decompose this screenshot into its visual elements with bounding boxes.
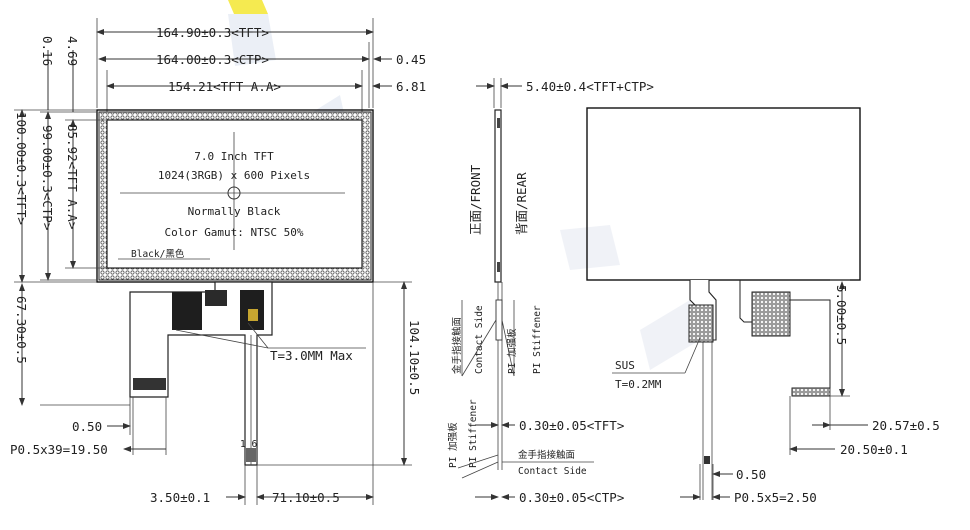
front-view: 164.90±0.3<TFT> 164.00±0.3<CTP> 0.45 154…	[10, 18, 426, 505]
panel-resolution-label: 1024(3RGB) x 600 Pixels	[158, 169, 310, 182]
pi-en-bottom: PI Stiffener	[468, 399, 479, 468]
dim-bottom-350: 3.50±0.1	[150, 490, 210, 505]
dim-tft-thick: 0.30±0.05<TFT>	[519, 418, 624, 433]
dim-aa-height: 85.92<TFT A.A>	[65, 124, 80, 229]
dim-left-016: 0.16	[40, 36, 55, 66]
dim-right-045: 0.45	[396, 52, 426, 67]
pi-cn-bottom: PI 加强板	[447, 422, 459, 468]
contact-en-top: Contact Side	[474, 305, 485, 374]
pi-cn-top: PI 加强板	[506, 328, 518, 374]
sus-label: SUS	[615, 359, 635, 372]
panel-mode-label: Normally Black	[188, 205, 281, 218]
contact-cn-bottom: 金手指接触面	[518, 449, 575, 461]
panel-size-label: 7.0 Inch TFT	[194, 150, 274, 163]
dim-rear-pitch-050: 0.50	[736, 467, 766, 482]
dim-rear-2050: 20.50±0.1	[840, 442, 908, 457]
contact-en-bottom: Contact Side	[518, 466, 587, 477]
bezel-color-label: Black/黑色	[131, 248, 185, 260]
label-front: 正面/FRONT	[468, 164, 483, 235]
label-rear: 背面/REAR	[514, 172, 529, 235]
dim-tft-width: 164.90±0.3<TFT>	[156, 25, 269, 40]
dim-pitch-050: 0.50	[72, 419, 102, 434]
dim-pitch-total: P0.5x39=19.50	[10, 442, 108, 457]
dim-ctp-height: 99.00±0.3<CTP>	[40, 125, 55, 230]
side-view: 5.40±0.4<TFT+CTP> 正面/FRONT 背面/REAR 金手指接触…	[447, 78, 654, 505]
dim-bottom-7110: 71.10±0.5	[272, 490, 340, 505]
dim-right-681: 6.81	[396, 79, 426, 94]
dim-tft-height: 100.00±0.3<TFT>	[14, 112, 29, 225]
dim-rear-2057: 20.57±0.5	[872, 418, 940, 433]
pi-en-top: PI Stiffener	[532, 305, 543, 374]
dim-rear-pitch-total: P0.5x5=2.50	[734, 490, 817, 505]
dim-ctp-width: 164.00±0.3<CTP>	[156, 52, 269, 67]
dim-aa-width: 154.21<TFT A.A>	[168, 79, 281, 94]
dim-thickness-front: T=3.0MM Max	[270, 348, 353, 363]
contact-cn-top: 金手指接触面	[451, 317, 463, 374]
dim-left-469: 4.69	[65, 36, 80, 66]
rear-view: SUS T=0.2MM 5.00±0.5 20.57±0.5 20.50±0.1…	[586, 107, 940, 505]
dim-ctp-thick: 0.30±0.05<CTP>	[519, 490, 624, 505]
pin-numbers: 1 6	[240, 439, 257, 450]
dim-fpc-left: 67.30±0.5	[14, 296, 29, 364]
dim-fpc-right: 104.10±0.5	[407, 320, 422, 395]
dim-side-thickness: 5.40±0.4<TFT+CTP>	[526, 79, 654, 94]
sus-thickness: T=0.2MM	[615, 378, 662, 391]
dim-rear-500: 5.00±0.5	[834, 285, 849, 345]
panel-gamut-label: Color Gamut: NTSC 50%	[164, 226, 303, 239]
